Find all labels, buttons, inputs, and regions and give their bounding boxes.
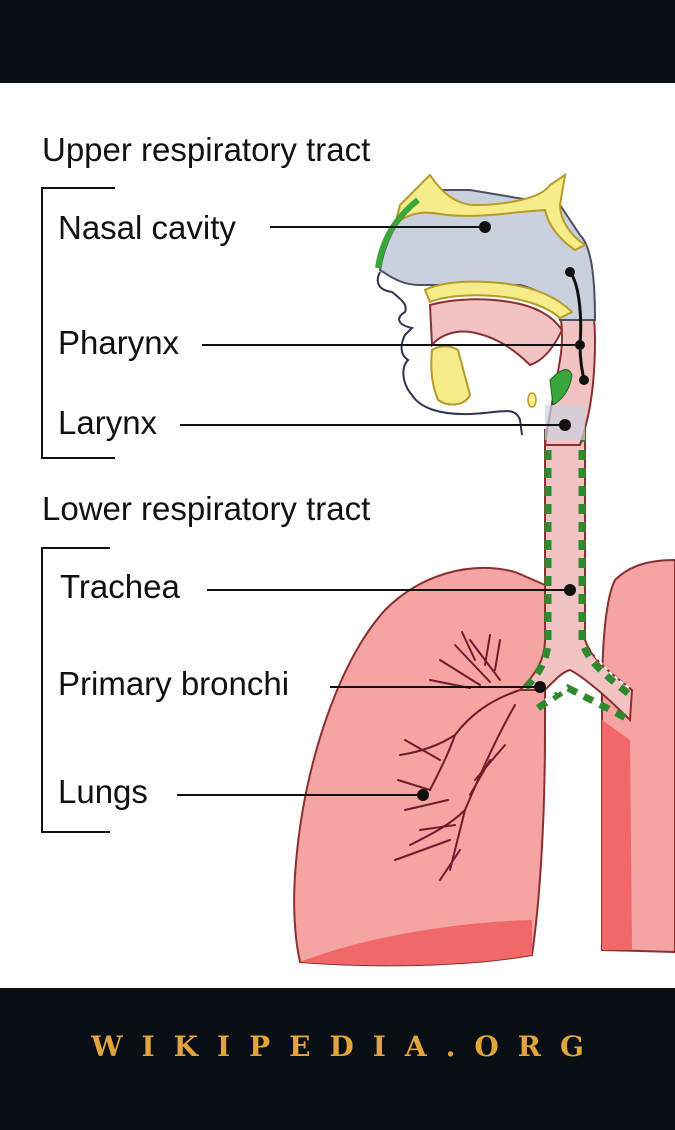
diagram-panel: Upper respiratory tract Lower respirator… <box>0 83 675 988</box>
lungs-illustration <box>293 558 675 967</box>
lower-tract-title: Lower respiratory tract <box>42 490 370 527</box>
larynx-cartilage <box>549 369 573 406</box>
mouth-shape <box>428 298 564 367</box>
label-lungs: Lungs <box>58 773 148 810</box>
bottom-bar <box>0 988 675 1130</box>
trachea-illustration <box>517 429 634 724</box>
left-lung-shape <box>293 566 546 967</box>
bronchi-cilia <box>544 649 631 701</box>
left-lung-base-shadow <box>300 920 532 966</box>
chevron-left-icon[interactable]: ‹ <box>29 515 45 561</box>
bronchial-tree <box>394 631 521 881</box>
leader-lines <box>177 226 580 796</box>
jaw-shape <box>430 345 472 406</box>
label-trachea: Trachea <box>60 568 180 605</box>
upper-tract-bracket <box>41 187 115 459</box>
epiglottis-shape <box>527 392 537 408</box>
face-outline <box>376 271 523 436</box>
site-watermark: WIKIPEDIA.ORG <box>91 1030 603 1063</box>
head-illustration <box>375 172 597 446</box>
label-pharynx: Pharynx <box>58 324 180 361</box>
label-larynx: Larynx <box>58 404 158 441</box>
right-lung-inner-shadow <box>602 720 632 950</box>
respiratory-diagram: Upper respiratory tract Lower respirator… <box>41 131 675 967</box>
nasal-mucosa <box>375 197 420 269</box>
chevron-right-icon[interactable]: › <box>622 515 638 561</box>
label-nasal-cavity: Nasal cavity <box>58 209 236 246</box>
upper-tract-title: Upper respiratory tract <box>42 131 370 168</box>
top-bar <box>0 0 675 83</box>
palate-shape <box>423 280 574 320</box>
trachea-mucosa <box>520 432 633 724</box>
group-brackets <box>41 187 115 833</box>
leader-dots <box>417 221 585 801</box>
label-primary-bronchi: Primary bronchi <box>58 665 289 702</box>
lower-tract-bracket <box>41 547 110 833</box>
